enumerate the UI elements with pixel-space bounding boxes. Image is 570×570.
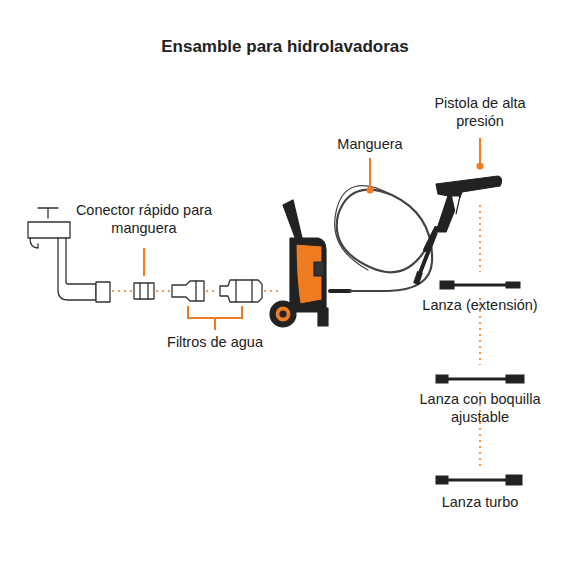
lance-adjustable — [436, 375, 524, 383]
part-label: Pistola de alta presión — [425, 94, 535, 130]
part-label: Manguera — [315, 135, 425, 153]
part-label: Filtros de agua — [145, 333, 285, 351]
part-label: Lanza con boquilla ajustable — [410, 390, 550, 426]
faucet — [28, 208, 110, 302]
pressure-washer — [270, 200, 328, 327]
spray-gun — [416, 176, 502, 284]
flow-line — [112, 205, 480, 468]
lance-turbo — [436, 475, 522, 485]
water-filter-2 — [220, 280, 262, 302]
part-label: Conector rápido para manguera — [69, 201, 219, 237]
part-label: Lanza turbo — [420, 493, 540, 511]
part-label: Lanza (extensión) — [420, 296, 540, 314]
water-filter-1 — [172, 281, 204, 301]
lance-extension — [440, 281, 520, 289]
hose — [330, 186, 436, 291]
diagram-title: Ensamble para hidrolavadoras — [85, 36, 485, 57]
quick-connector — [134, 283, 154, 299]
